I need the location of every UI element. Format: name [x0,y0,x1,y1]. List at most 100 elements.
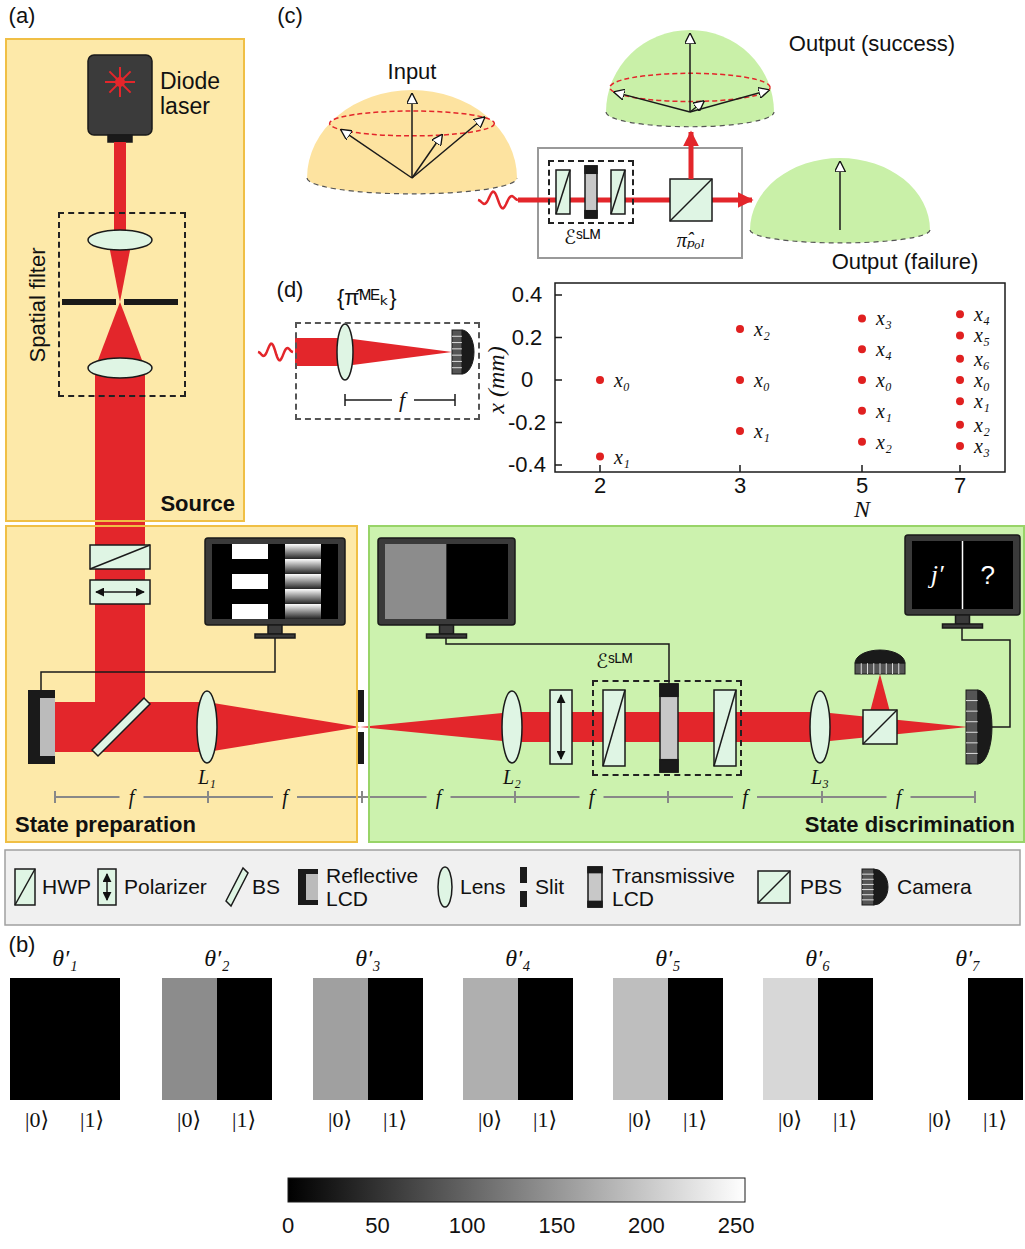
bloch-hemisphere [307,90,517,194]
data-point [736,427,744,435]
reflective-lcd-panel [306,874,318,900]
half-wave-plate [90,545,150,569]
sensor-grid [880,663,881,674]
tick-label: -0.2 [508,410,546,434]
node-text: ℰˢᴸᴹ [596,650,632,672]
point-label: x₀ [754,370,770,390]
basis-label: |0⟩ [628,1108,652,1132]
scale-line [757,796,822,798]
legend-text: Camera [897,875,972,898]
data-point [858,376,866,384]
tick-label: 3 [734,474,746,498]
device-outline [538,148,742,258]
tick-label: 0.2 [512,325,543,349]
half-wave-plate-axis [15,869,35,905]
polarizer-axis [560,695,562,759]
beam-arrow [518,198,752,203]
photon [258,344,293,361]
scale-line [55,796,120,798]
lcd-frame [585,211,597,218]
axis-title: x (mm) [483,346,509,413]
point-label: x₄ [876,339,892,359]
phase-half [668,978,723,1100]
pbs-diagonal [670,179,712,221]
y-tick [555,294,562,296]
phase-half [65,978,120,1100]
half-wave-plate [714,690,736,766]
legend-text: Polarizer [124,875,207,898]
phase-label: θ′₅ [655,945,680,971]
monitor-stand [956,615,970,624]
legend-text: HWP [42,875,91,898]
transmissive-lcd [660,684,678,772]
sensor-grid [452,342,462,343]
phase-label: θ′₂ [204,945,229,971]
sensor-grid [452,336,462,337]
phase-label: θ′₇ [955,945,980,971]
lcd-frame [660,684,678,696]
spatial-filter-box: Spatial filter [58,212,186,397]
phase-half [613,978,668,1100]
y-tick [555,337,562,339]
node-text: j′ [912,561,963,590]
polarizer-axis [96,591,144,593]
data-point [956,442,964,450]
scale-line [362,796,427,798]
phase-label: θ′₁ [52,945,77,971]
legend-text: Reflective LCD [326,864,431,910]
pinhole [62,299,116,305]
reflective-lcd [298,869,318,905]
camera-body [874,869,888,905]
colorbar-tick: 50 [365,1214,389,1238]
phase-half [10,978,65,1100]
slm-box: ℰˢᴸᴹ [548,160,634,224]
state-vector [412,117,484,178]
sensor-grid [862,884,874,885]
state-vector [341,130,412,178]
binary-stripe [232,544,268,559]
lens [88,230,152,250]
scale-line [144,796,209,798]
transmissive-lcd [588,867,602,907]
laser-beam [345,338,452,366]
tick-label: 5 [856,474,868,498]
phase-half [162,978,217,1100]
source-panel: SourceDiode laserSpatial filter [5,38,245,522]
phase-label: θ′₃ [355,945,380,971]
phase-half [818,978,873,1100]
sensor-grid [966,721,978,722]
sphere-label: Input [388,60,437,84]
legend-band [5,850,1020,925]
camera-sensor [862,869,874,905]
point-label: x₀ [974,370,990,390]
phase-half [463,978,518,1100]
data-point [858,438,866,446]
phase-half [518,978,573,1100]
gradient-stripe [285,574,321,589]
photon [478,192,518,209]
x-tick [959,465,961,472]
binary-stripe [232,589,268,604]
tick-label: 0 [521,368,533,392]
transmissive-lcd [585,166,597,218]
sensor-grid [966,732,978,733]
preparation-ground [5,525,358,843]
sensor-grid [861,663,862,674]
gradient-stripe [285,544,321,559]
point-label: x₂ [754,319,770,339]
node-text: f [399,388,405,412]
half-wave-plate-axis [90,545,150,569]
half-wave-plate-axis [603,690,625,766]
binary-stripe [232,559,268,574]
sensor-grid [452,355,462,356]
slit [520,891,527,907]
focal-length: f [589,787,595,807]
lens [197,691,217,763]
y-tick [555,464,562,466]
lens [438,867,452,907]
laser-beam [360,712,512,742]
discrimination-ground [368,525,1025,843]
beam-arrow [689,132,694,179]
basis-label: |1⟩ [232,1108,256,1132]
monitor-bezel [905,535,1020,615]
